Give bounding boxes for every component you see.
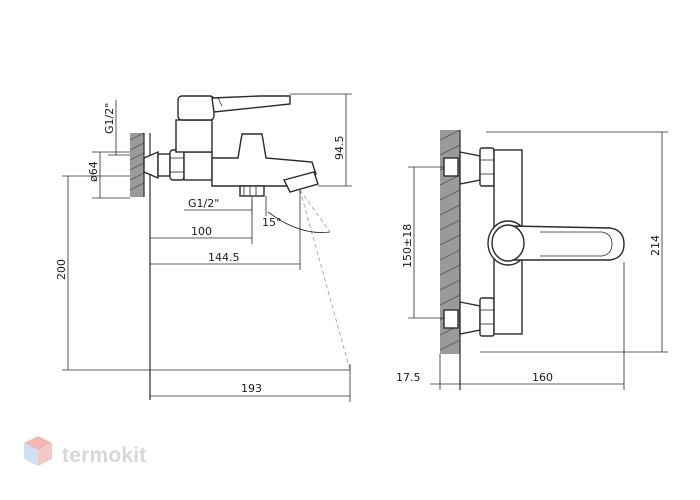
- brand-name: termokit: [62, 444, 146, 467]
- diameter-label: ø64: [87, 161, 100, 182]
- spacing-label: 150±18: [401, 224, 414, 268]
- side-spout: [211, 133, 319, 197]
- height-200-label: 200: [55, 259, 68, 280]
- side-wall: [129, 132, 151, 400]
- angle-label: 15°: [262, 216, 282, 229]
- front-handle: [487, 220, 625, 266]
- thread-bottom-label: G1/2": [188, 197, 219, 210]
- side-wall-fill: [130, 133, 144, 197]
- length-193-label: 193: [241, 382, 262, 395]
- side-lever: [211, 95, 291, 113]
- length-144-label: 144.5: [208, 251, 240, 264]
- height-214-label: 214: [649, 235, 662, 256]
- height-94-label: 94.5: [333, 136, 346, 161]
- side-mixer-body: [175, 95, 291, 181]
- width-160-label: 160: [532, 371, 553, 384]
- thread-top-label: G1/2": [103, 103, 116, 134]
- flow-projection-line: [299, 189, 351, 371]
- front-eccentric-bottom: [443, 297, 495, 337]
- brand-watermark: termokit: [24, 436, 146, 467]
- front-dimensions: 150±18 214 17.5 160: [396, 131, 668, 390]
- side-view: G1/2" ø64 94.5 G1/2" 15° 100: [55, 93, 352, 402]
- brand-cube-icon: [24, 436, 52, 466]
- front-eccentric-top: [443, 147, 495, 187]
- front-view: 150±18 214 17.5 160: [396, 129, 668, 390]
- length-100-label: 100: [191, 225, 212, 238]
- offset-17-label: 17.5: [396, 371, 421, 384]
- side-dimensions: G1/2" ø64 94.5 G1/2" 15° 100: [55, 93, 352, 402]
- front-wall-fill: [440, 130, 460, 354]
